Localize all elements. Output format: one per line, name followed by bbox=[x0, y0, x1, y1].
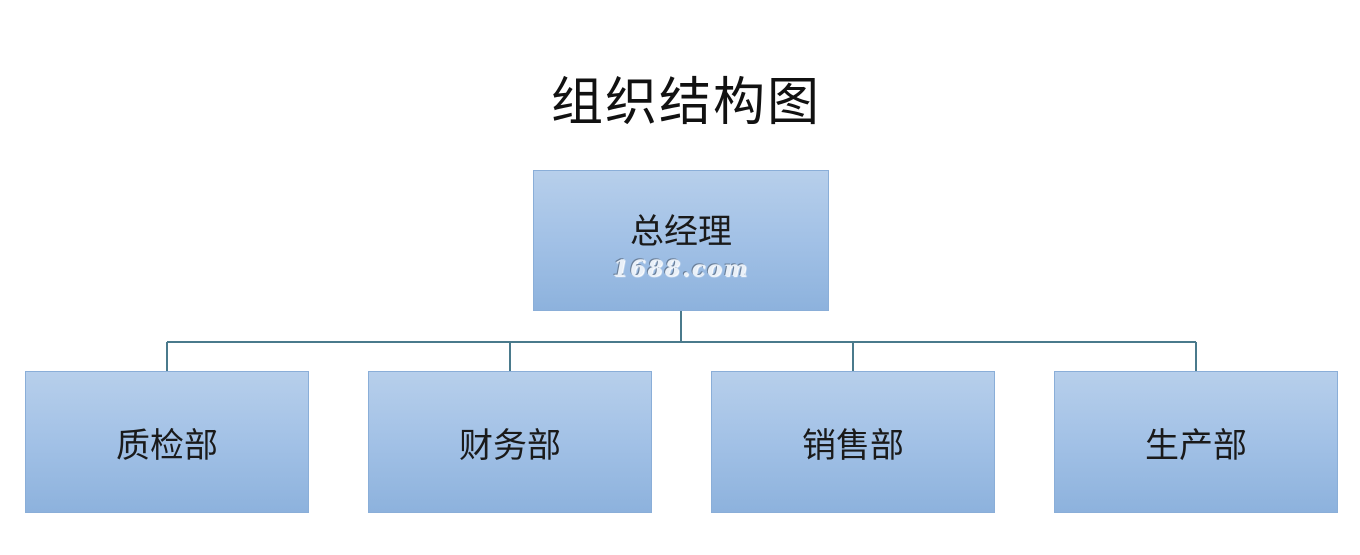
node-finance[interactable]: 财务部 bbox=[368, 371, 652, 513]
diagram-title: 组织结构图 bbox=[550, 73, 821, 133]
node-label-general-manager: 总经理 bbox=[630, 211, 732, 252]
node-production[interactable]: 生产部 bbox=[1054, 371, 1338, 513]
node-label-finance: 财务部 bbox=[459, 425, 561, 466]
node-sales[interactable]: 销售部 bbox=[711, 371, 995, 513]
node-label-production: 生产部 bbox=[1145, 425, 1247, 466]
node-quality-inspection[interactable]: 质检部 bbox=[25, 371, 309, 513]
node-label-quality-inspection: 质检部 bbox=[116, 425, 218, 466]
watermark-text: 1688.com bbox=[612, 255, 750, 282]
node-general-manager[interactable]: 总经理 1688.com bbox=[533, 170, 829, 311]
node-label-sales: 销售部 bbox=[802, 425, 904, 466]
